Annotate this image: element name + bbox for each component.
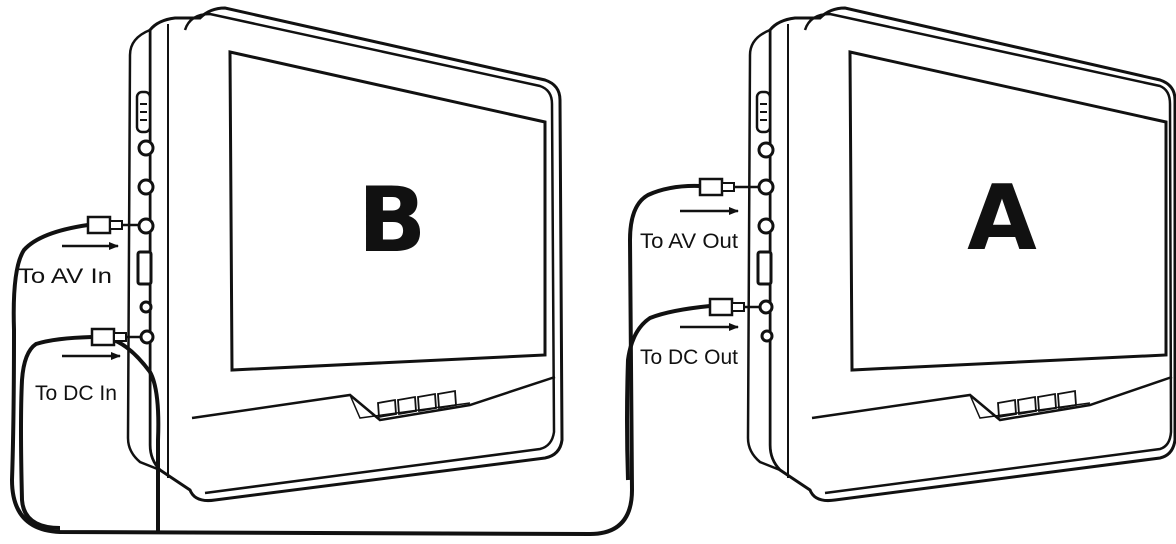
- label-to-dc-out: To DC Out: [640, 346, 738, 369]
- player-b-screen: [228, 50, 547, 372]
- player-b-jack-2: [137, 178, 155, 196]
- label-to-av-out: To AV Out: [640, 230, 738, 253]
- av-cable: [9, 183, 701, 537]
- player-a-jack-3: [757, 217, 775, 235]
- player-a-av-jack: [757, 178, 775, 196]
- dc-plug-b: [90, 327, 141, 347]
- dc-cable-a: [625, 304, 711, 481]
- player-a-jack-1: [757, 141, 775, 159]
- label-to-dc-in: To DC In: [35, 382, 117, 405]
- player-a-screen: [848, 50, 1168, 372]
- player-a-control-buttons: [997, 389, 1077, 419]
- player-a-usb-port: [756, 250, 773, 286]
- player-b-av-jack: [137, 217, 155, 235]
- label-to-av-in: To AV In: [18, 265, 112, 288]
- player-a-jack-6: [760, 329, 774, 343]
- dc-cable: [19, 335, 93, 530]
- player-a: A: [746, 6, 1176, 502]
- av-plug-b: [86, 215, 138, 235]
- player-b-usb-port: [136, 250, 153, 286]
- player-b-dc-jack: [139, 329, 155, 345]
- av-plug-a: [698, 177, 758, 197]
- player-b: B: [126, 6, 564, 502]
- player-b-jack-1: [137, 139, 155, 157]
- player-b-screen-label: B: [358, 168, 427, 273]
- player-a-dc-jack: [758, 299, 774, 315]
- player-b-jack-5: [139, 300, 153, 314]
- player-a-screen-label: A: [967, 166, 1037, 271]
- dc-plug-a: [708, 297, 760, 317]
- player-b-control-buttons: [377, 389, 457, 419]
